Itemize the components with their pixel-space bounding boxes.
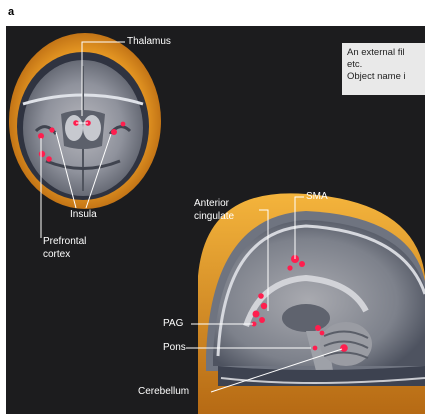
label-sma: SMA [306,191,328,203]
label-anterior-cingulate-line2: cingulate [194,211,234,223]
label-thalamus: Thalamus [127,36,171,48]
external-object-line3: Object name i [347,71,425,83]
label-anterior-cingulate-line1: Anterior [194,198,229,210]
label-cerebellum: Cerebellum [138,386,189,398]
external-object-placeholder[interactable]: An external fil etc. Object name i [342,43,425,95]
axial-head [9,33,161,209]
label-prefrontal-line2: cortex [43,249,70,261]
brain-figure: Thalamus Insula Prefrontal cortex Anteri… [6,26,425,414]
external-object-line1: An external fil [347,47,425,59]
sagittal-head [198,193,425,414]
panel-label: a [8,6,14,18]
label-insula: Insula [70,209,97,221]
external-object-line2: etc. [347,59,425,71]
label-pag: PAG [163,318,183,330]
label-pons: Pons [163,342,186,354]
label-prefrontal-line1: Prefrontal [43,236,86,248]
